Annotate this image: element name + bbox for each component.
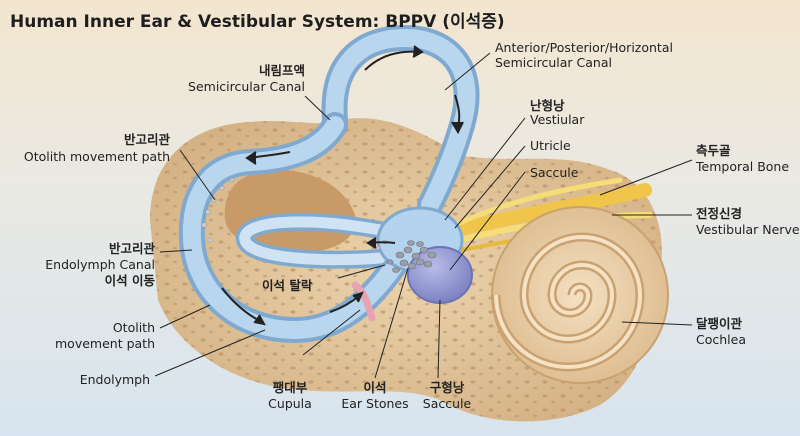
label-temporal-ko: 측두골 — [696, 143, 731, 158]
label-bangori2-en: Endolymph Canal — [45, 257, 155, 272]
semicircular-canals — [178, 24, 480, 344]
label-cochlea-en: Cochlea — [696, 332, 746, 347]
label-nanhyeongnang-en: Vestiular — [530, 112, 585, 127]
label-iseok-detach: 이석 탈락 — [262, 278, 313, 293]
leader-lines — [154, 52, 693, 379]
label-stones-ko: 이석 — [363, 380, 387, 395]
label-cochlea-ko: 달팽이관 — [696, 316, 743, 331]
label-otolith-path2: movement path — [55, 336, 155, 351]
label-cupula-ko: 팽대부 — [272, 380, 308, 395]
label-iseok-move: 이석 이동 — [104, 273, 155, 288]
cupula — [351, 281, 376, 322]
label-otolith-path1: Otolith — [112, 320, 155, 335]
label-nerve-en: Vestibular Nerve — [696, 222, 800, 237]
otolith-particles — [201, 177, 388, 251]
label-saccule2-ko: 구형낭 — [429, 380, 465, 395]
cochlea — [491, 206, 669, 384]
label-bangori1-en: Otolith movement path — [23, 149, 170, 164]
label-naerimpeuaek-en: Semicircular Canal — [188, 79, 305, 94]
flow-arrows — [221, 45, 464, 326]
label-nerve-ko: 전정신경 — [696, 206, 743, 221]
label-canals-en: Anterior/Posterior/Horizontal — [495, 40, 673, 55]
label-cupula-en: Cupula — [268, 396, 312, 411]
label-saccule: Saccule — [530, 165, 579, 180]
label-stones-en: Ear Stones — [341, 396, 409, 411]
diagram-title: Human Inner Ear & Vestibular System: BPP… — [10, 12, 505, 32]
label-bangori2-ko: 반고리관 — [108, 241, 155, 256]
label-bangori1-ko: 반고리관 — [123, 132, 170, 147]
label-naerimpeuaek-ko: 내림프액 — [258, 63, 305, 78]
label-utricle: Utricle — [530, 138, 571, 153]
label-temporal-en: Temporal Bone — [696, 159, 790, 174]
label-saccule2-en: Saccule — [422, 396, 472, 411]
label-nanhyeongnang-ko: 난형낭 — [530, 98, 565, 113]
label-endolymph: Endolymph — [79, 372, 150, 387]
label-canals-en2: Semicircular Canal — [495, 55, 612, 70]
ear-stones — [386, 240, 437, 273]
